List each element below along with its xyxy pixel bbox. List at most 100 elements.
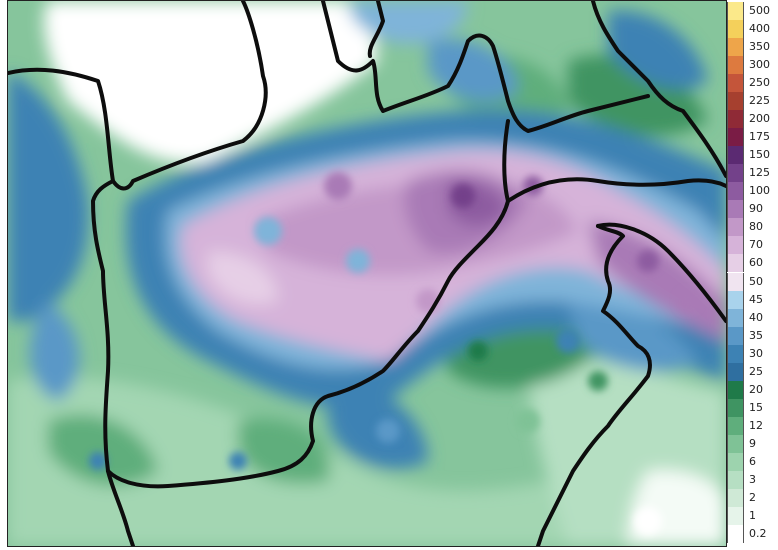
legend-label: 2	[749, 490, 756, 504]
legend-swatch	[727, 146, 744, 165]
legend-swatch	[727, 272, 744, 291]
legend-label: 30	[749, 346, 763, 360]
legend-swatch	[727, 416, 744, 435]
border-segment	[506, 177, 726, 203]
legend-label: 300	[749, 58, 770, 72]
legend-swatch	[727, 182, 744, 201]
legend-swatch	[727, 308, 744, 327]
legend-label: 1	[749, 508, 756, 522]
legend-swatch	[727, 362, 744, 381]
legend-row: 175	[727, 128, 775, 147]
legend-swatch	[727, 20, 744, 39]
legend-label: 3	[749, 472, 756, 486]
legend-row: 250	[727, 74, 775, 93]
legend-swatch	[727, 344, 744, 363]
border-segment	[91, 179, 115, 473]
legend-label: 90	[749, 202, 763, 216]
legend-row: 1	[727, 506, 775, 525]
legend-label: 250	[749, 76, 770, 90]
legend-row: 40	[727, 308, 775, 327]
legend-row: 125	[727, 164, 775, 183]
country-borders	[8, 1, 726, 546]
legend-label: 80	[749, 220, 763, 234]
legend-row: 80	[727, 218, 775, 237]
precipitation-map	[7, 0, 727, 547]
legend-swatch	[727, 506, 744, 525]
legend-row: 60	[727, 254, 775, 273]
legend-label: 45	[749, 292, 763, 306]
legend-label: 200	[749, 112, 770, 126]
border-segment	[591, 1, 726, 178]
legend-row: 300	[727, 56, 775, 75]
border-segment	[367, 1, 385, 58]
legend-label: 35	[749, 328, 763, 342]
legend-swatch	[727, 128, 744, 147]
legend-swatch	[727, 326, 744, 345]
legend-row: 30	[727, 344, 775, 363]
legend-label: 40	[749, 310, 763, 324]
legend-swatch	[727, 218, 744, 237]
legend-row: 12	[727, 416, 775, 435]
legend-row: 50	[727, 272, 775, 291]
border-segment	[536, 224, 652, 546]
legend-swatch	[727, 380, 744, 399]
legend-row: 200	[727, 110, 775, 129]
legend-label: 225	[749, 94, 770, 108]
legend-swatch	[727, 398, 744, 417]
border-segment	[8, 1, 268, 191]
legend-swatch	[727, 56, 744, 75]
precip-regions	[8, 1, 726, 546]
legend-row: 25	[727, 362, 775, 381]
legend-row: 15	[727, 398, 775, 417]
legend-row: 350	[727, 38, 775, 57]
legend-label: 12	[749, 418, 763, 432]
legend-label: 15	[749, 400, 763, 414]
legend-label: 400	[749, 22, 770, 36]
legend-label: 0.2	[749, 526, 767, 540]
legend-row: 90	[727, 200, 775, 219]
legend-swatch	[727, 254, 744, 273]
legend-label: 9	[749, 436, 756, 450]
legend-swatch	[727, 488, 744, 507]
legend-row: 20	[727, 380, 775, 399]
legend-swatch	[727, 2, 744, 21]
legend-swatch	[727, 236, 744, 255]
legend-label: 6	[749, 454, 756, 468]
map-canvas	[8, 1, 726, 546]
legend-row: 70	[727, 236, 775, 255]
legend-swatch	[727, 434, 744, 453]
legend-row: 0.2	[727, 524, 775, 543]
legend-swatch	[727, 164, 744, 183]
legend-row: 35	[727, 326, 775, 345]
legend-row: 100	[727, 182, 775, 201]
legend-row: 2	[727, 488, 775, 507]
legend-label: 70	[749, 238, 763, 252]
legend-label: 175	[749, 130, 770, 144]
legend-label: 350	[749, 40, 770, 54]
legend-row: 150	[727, 146, 775, 165]
legend-row: 6	[727, 452, 775, 471]
legend-swatch	[727, 524, 744, 543]
legend-label: 125	[749, 166, 770, 180]
border-segment	[596, 222, 726, 323]
legend-swatch	[727, 110, 744, 129]
border-segment	[321, 1, 650, 133]
legend-swatch	[727, 470, 744, 489]
legend-swatch	[727, 38, 744, 57]
legend-row: 225	[727, 92, 775, 111]
legend-label: 60	[749, 256, 763, 270]
legend-swatch	[727, 92, 744, 111]
legend-swatch	[727, 452, 744, 471]
legend-label: 500	[749, 4, 770, 17]
legend-row: 45	[727, 290, 775, 309]
legend-row: 9	[727, 434, 775, 453]
legend-row: 3	[727, 470, 775, 489]
legend-label: 50	[749, 274, 763, 288]
precip-detail	[89, 172, 698, 535]
legend-row: 500	[727, 2, 775, 21]
legend-swatch	[727, 290, 744, 309]
border-segment	[106, 119, 510, 489]
legend-row: 400	[727, 20, 775, 39]
legend-swatch	[727, 200, 744, 219]
